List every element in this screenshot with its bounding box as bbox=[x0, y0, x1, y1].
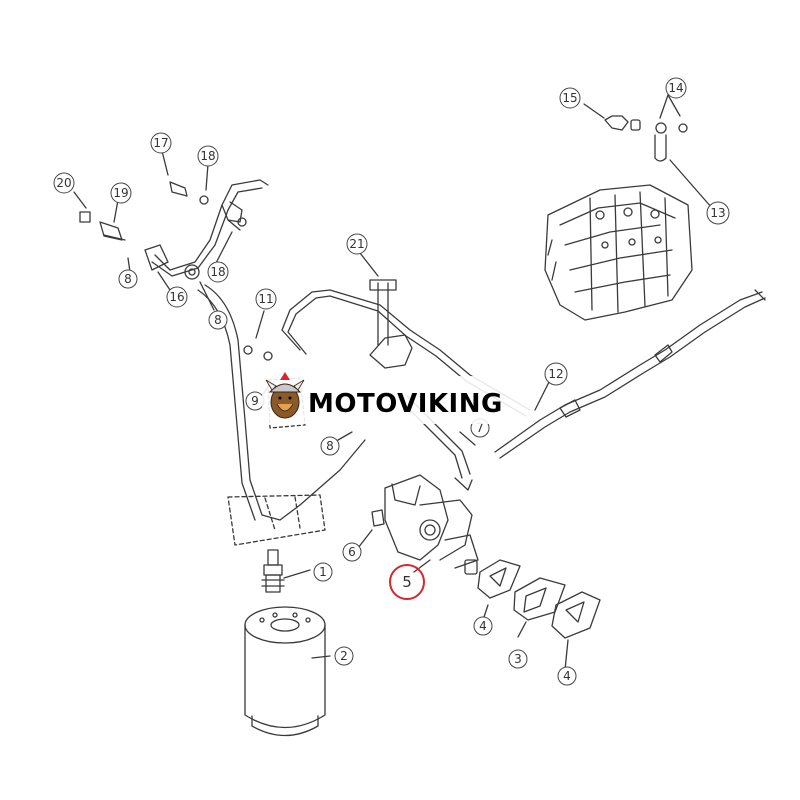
callout-2: 2 bbox=[340, 649, 348, 663]
callout-20: 20 bbox=[56, 176, 71, 190]
callout-6: 6 bbox=[348, 545, 356, 559]
engine-block bbox=[544, 184, 693, 321]
callout-4a: 4 bbox=[479, 619, 487, 633]
gaskets bbox=[477, 559, 601, 639]
fuel-line-right bbox=[494, 289, 766, 459]
callout-15: 15 bbox=[562, 91, 577, 105]
highlight-circle bbox=[389, 564, 425, 600]
callout-7: 7 bbox=[476, 421, 484, 435]
callout-13: 13 bbox=[710, 206, 725, 220]
banjo-fitting bbox=[604, 115, 688, 162]
fuel-filter bbox=[244, 606, 326, 737]
callout-3: 3 bbox=[514, 652, 522, 666]
callout-9: 9 bbox=[251, 394, 259, 408]
watermark: MOTOVIKING bbox=[262, 372, 534, 424]
callout-5: 5 bbox=[402, 573, 412, 591]
callout-19: 19 bbox=[113, 186, 128, 200]
callout-21: 21 bbox=[349, 237, 364, 251]
callout-14: 14 bbox=[668, 81, 683, 95]
fuel-pump bbox=[371, 474, 479, 575]
viking-logo-icon bbox=[265, 372, 305, 419]
small-fittings bbox=[79, 181, 273, 361]
watermark-text: MOTOVIKING bbox=[308, 389, 503, 419]
callouts: 1 2 3 4 4 5 6 7 8 8 8 9 11 12 13 14 15 1… bbox=[53, 77, 730, 686]
callout-8c: 8 bbox=[124, 272, 132, 286]
callout-1: 1 bbox=[319, 565, 327, 579]
bleed-bolt bbox=[261, 549, 285, 593]
fuel-line-left bbox=[144, 179, 269, 277]
callout-11: 11 bbox=[258, 292, 273, 306]
fuel-line-upper bbox=[281, 279, 531, 417]
callout-4b: 4 bbox=[563, 669, 571, 683]
callout-18a: 18 bbox=[200, 149, 215, 163]
callout-16: 16 bbox=[169, 290, 184, 304]
callout-8a: 8 bbox=[326, 439, 334, 453]
callout-8b: 8 bbox=[214, 313, 222, 327]
callout-17: 17 bbox=[153, 136, 168, 150]
callout-12: 12 bbox=[548, 367, 563, 381]
callout-18b: 18 bbox=[210, 265, 225, 279]
